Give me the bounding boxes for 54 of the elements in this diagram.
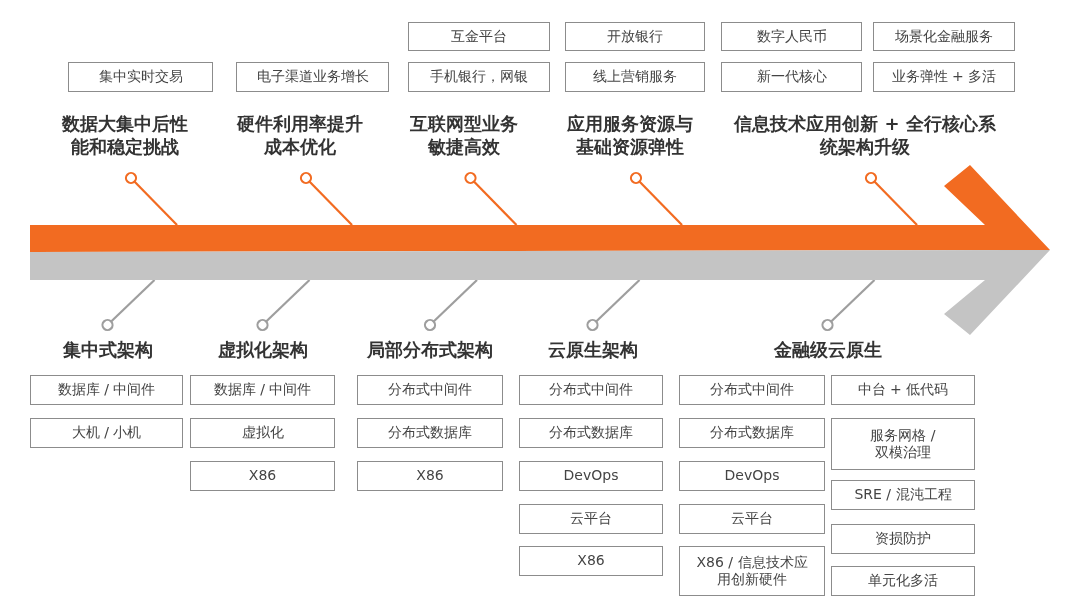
- stage-heading: 信息技术应用创新 + 全行核心系统架构升级: [715, 112, 1015, 172]
- component-box: X86 / 信息技术应用创新硬件: [679, 546, 825, 596]
- driver-box: 开放银行: [565, 22, 705, 51]
- component-box: 分布式中间件: [519, 375, 663, 405]
- component-box: X86: [357, 461, 503, 491]
- driver-box: 互金平台: [408, 22, 550, 51]
- pin-leader-line: [101, 279, 156, 332]
- pin-leader-line: [256, 279, 311, 332]
- component-box: 数据库 / 中间件: [30, 375, 183, 405]
- driver-box: 新一代核心: [721, 62, 862, 92]
- driver-box: 集中实时交易: [68, 62, 213, 92]
- stage-heading: 虚拟化架构: [195, 338, 330, 366]
- driver-box: 电子渠道业务增长: [236, 62, 389, 92]
- component-box: 资损防护: [831, 524, 975, 554]
- component-box: 大机 / 小机: [30, 418, 183, 448]
- driver-box: 线上营销服务: [565, 62, 705, 92]
- stage-heading: 金融级云原生: [750, 338, 905, 366]
- timeline-arrow: [30, 165, 1050, 335]
- component-box: 云平台: [519, 504, 663, 534]
- pin-leader-line: [586, 279, 641, 332]
- pin-leader-line: [464, 171, 518, 226]
- component-box: 数据库 / 中间件: [190, 375, 335, 405]
- driver-box: 场景化金融服务: [873, 22, 1015, 51]
- driver-box: 数字人民币: [721, 22, 862, 51]
- stage-heading: 局部分布式架构: [350, 338, 510, 366]
- driver-box: 手机银行，网银: [408, 62, 550, 92]
- stage-heading: 硬件利用率提升成本优化: [215, 112, 385, 172]
- stage-heading: 应用服务资源与基础资源弹性: [545, 112, 715, 172]
- component-box: DevOps: [519, 461, 663, 491]
- stage-heading: 数据大集中后性能和稳定挑战: [50, 112, 200, 172]
- pin-leader-line: [821, 279, 876, 332]
- pin-leader-line: [299, 171, 353, 226]
- pin-leader-line: [864, 171, 918, 226]
- component-box: X86: [190, 461, 335, 491]
- component-box: 分布式中间件: [679, 375, 825, 405]
- pin-leader-line: [124, 171, 178, 226]
- component-box: 分布式数据库: [357, 418, 503, 448]
- component-box: 单元化多活: [831, 566, 975, 596]
- component-box: SRE / 混沌工程: [831, 480, 975, 510]
- component-box: 云平台: [679, 504, 825, 534]
- component-box: 分布式数据库: [519, 418, 663, 448]
- component-box: 服务网格 / 双模治理: [831, 418, 975, 470]
- pin-leader-line: [423, 279, 478, 332]
- component-box: DevOps: [679, 461, 825, 491]
- component-box: 中台 + 低代码: [831, 375, 975, 405]
- stage-heading: 集中式架构: [40, 338, 175, 366]
- stage-heading: 云原生架构: [525, 338, 660, 366]
- pin-leader-line: [629, 171, 683, 226]
- component-box: X86: [519, 546, 663, 576]
- component-box: 分布式数据库: [679, 418, 825, 448]
- stage-heading: 互联网型业务敏捷高效: [392, 112, 537, 172]
- component-box: 虚拟化: [190, 418, 335, 448]
- driver-box: 业务弹性 + 多活: [873, 62, 1015, 92]
- component-box: 分布式中间件: [357, 375, 503, 405]
